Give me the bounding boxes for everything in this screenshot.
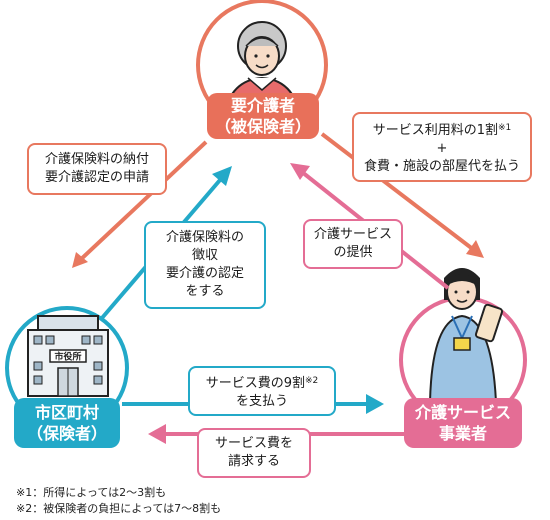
user-name: 要介護者 [230, 96, 295, 115]
label-service-billing: サービス費を 請求する [197, 428, 311, 478]
service-payment-line: サービス費の9割※2 [194, 372, 330, 393]
arrowhead-user-to-city [72, 252, 88, 268]
label-premium-collection: 介護保険料の 徴収 要介護の認定 をする [144, 221, 266, 309]
arrowhead-city-to-user [212, 166, 232, 186]
billing-text-2: 請求する [227, 454, 280, 469]
label-premium-payment: 介護保険料の納付 要介護認定の申請 [27, 143, 167, 195]
billing-text-1: サービス費を [214, 436, 293, 451]
arrowhead-user-to-provider [466, 240, 484, 258]
city-sign-plate [49, 349, 87, 363]
footnote-1: ※1：所得によっては2～3割も [16, 486, 167, 499]
user-node-label: 要介護者 （被保険者） [207, 93, 319, 139]
user-fee-line: サービス利用料の1割※1 [358, 119, 526, 140]
footnote-mark-2: ※2 [305, 375, 319, 386]
certification-text-2: をする [185, 284, 225, 299]
collection-text-1: 介護保険料の [165, 230, 244, 245]
arrowhead-city-to-provider [366, 394, 384, 414]
service-provision-text-1: 介護サービス [313, 227, 392, 242]
city-sign-text: 市役所 [54, 351, 81, 363]
service-payment-text: サービス費の9割 [205, 375, 305, 391]
service-provision-text-2: の提供 [333, 245, 373, 260]
arrowhead-provider-to-user [290, 163, 310, 180]
footnote-2: ※2：被保険者の負担によっては7～8割も [16, 502, 222, 515]
city-role: （保険者） [26, 424, 107, 443]
meal-room-fee-text: 食費・施設の部屋代を払う [363, 158, 520, 174]
city-name: 市区町村 [34, 403, 99, 422]
collection-text-2: 徴収 [191, 248, 218, 263]
care-worker-icon [428, 268, 504, 403]
city-hall-icon: 市役所 [27, 315, 109, 397]
provider-name-line2: 事業者 [438, 424, 487, 443]
provider-name-line1: 介護サービス [414, 403, 511, 422]
arrowhead-provider-to-city [148, 424, 166, 444]
pay-text: を支払う [235, 393, 288, 409]
edge-user-to-city [76, 140, 208, 264]
city-node-label: 市区町村 （保険者） [14, 398, 120, 448]
edge-user-to-provider [320, 132, 476, 252]
footnote-mark-1: ※1 [498, 122, 512, 133]
premium-payment-text: 介護保険料の納付 [44, 152, 149, 167]
certification-application-text: 要介護認定の申請 [44, 170, 149, 185]
certification-text-1: 要介護の認定 [165, 266, 244, 281]
label-service-payment: サービス費の9割※2 を支払う [188, 366, 336, 416]
label-service-provision: 介護サービス の提供 [303, 219, 403, 269]
label-user-fee: サービス利用料の1割※1 + 食費・施設の部屋代を払う [352, 112, 532, 182]
user-fee-text: サービス利用料の1割 [372, 122, 498, 138]
plus-sign: + [436, 140, 448, 156]
provider-node-label: 介護サービス 事業者 [404, 398, 522, 448]
user-role: （被保険者） [214, 117, 311, 136]
